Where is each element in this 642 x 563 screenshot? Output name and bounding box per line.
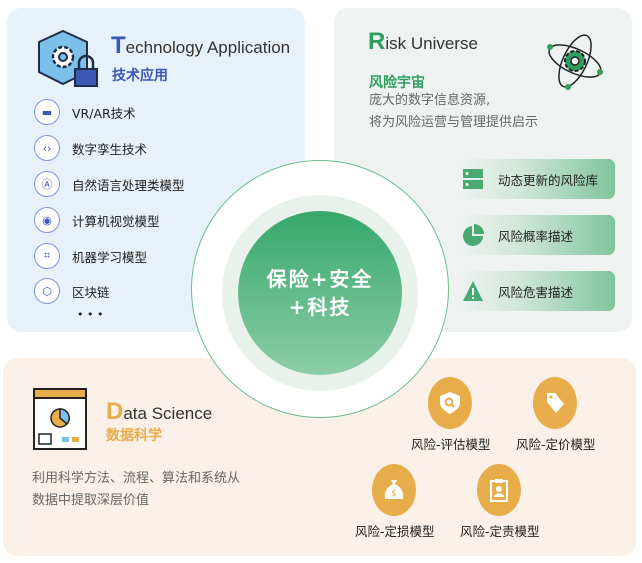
list-item: ◉ 计算机视觉模型 bbox=[34, 207, 160, 233]
list-item: Ⓐ 自然语言处理类模型 bbox=[34, 171, 185, 197]
chat-a-icon: Ⓐ bbox=[34, 171, 60, 197]
code-monitor-icon: ‹› bbox=[34, 135, 60, 161]
warning-icon bbox=[463, 281, 483, 301]
server-icon bbox=[463, 169, 483, 189]
tech-subtitle: 技术应用 bbox=[112, 68, 168, 84]
center-line: 保险+安全 bbox=[266, 267, 374, 291]
center-line: +科技 bbox=[288, 295, 352, 319]
tech-title: Technology Application bbox=[111, 32, 290, 60]
item-label: 风险概率描述 bbox=[498, 228, 574, 244]
id-clipboard-icon bbox=[477, 464, 521, 516]
model-label: 风险-定损模型 bbox=[355, 524, 435, 539]
pie-chart-icon bbox=[463, 224, 484, 246]
data-description: 利用科学方法、流程、算法和系统从数据中提取深层价值 bbox=[32, 468, 240, 512]
desc-line: 将为风险运营与管理提供启示 bbox=[369, 115, 539, 130]
risk-title: Risk Universe bbox=[368, 28, 478, 56]
item-label: 动态更新的风险库 bbox=[498, 172, 599, 188]
risk-item: 风险概率描述 bbox=[459, 215, 615, 255]
list-item: ‹› 数字孪生技术 bbox=[34, 135, 147, 161]
title-initial: T bbox=[111, 32, 126, 59]
model-label: 风险-定责模型 bbox=[460, 524, 540, 539]
list-item: ⌗ 机器学习模型 bbox=[34, 243, 147, 269]
item-label: 机器学习模型 bbox=[72, 249, 148, 265]
desc-line: 庞大的数字信息资源, bbox=[369, 93, 491, 108]
title-initial: R bbox=[368, 28, 386, 55]
desc-line: 利用科学方法、流程、算法和系统从 bbox=[32, 471, 241, 486]
vr-headset-icon: ▬ bbox=[34, 99, 60, 125]
title-rest: ata Science bbox=[123, 404, 213, 423]
item-label: 风险危害描述 bbox=[498, 284, 574, 300]
dashboard-chart-icon bbox=[33, 388, 87, 450]
more-ellipsis: • • • bbox=[77, 308, 104, 321]
item-label: 自然语言处理类模型 bbox=[72, 177, 185, 193]
model-label: 风险-定价模型 bbox=[516, 437, 596, 452]
title-rest: isk Universe bbox=[385, 34, 478, 53]
desc-line: 数据中提取深层价值 bbox=[32, 493, 150, 508]
atom-gear-icon bbox=[547, 34, 603, 90]
eye-icon: ◉ bbox=[34, 207, 60, 233]
risk-universe-panel: Risk Universe 风险宇宙 庞大的数字信息资源, 将为风险运营与管理提供… bbox=[334, 8, 632, 332]
data-title: Data Science bbox=[106, 398, 212, 426]
title-rest: echnology Application bbox=[125, 38, 291, 57]
title-initial: D bbox=[106, 398, 124, 425]
item-label: 区块链 bbox=[72, 284, 110, 300]
price-tag-icon bbox=[533, 377, 577, 429]
model-label: 风险-评估模型 bbox=[411, 437, 491, 452]
risk-item: 动态更新的风险库 bbox=[459, 159, 615, 199]
data-subtitle: 数据科学 bbox=[106, 428, 162, 444]
risk-subtitle: 风险宇宙 bbox=[369, 75, 425, 91]
gear-lock-icon bbox=[38, 29, 98, 87]
item-label: 计算机视觉模型 bbox=[72, 213, 160, 229]
item-label: 数字孪生技术 bbox=[72, 141, 148, 157]
svg-text:$: $ bbox=[391, 489, 397, 499]
list-item: ▬ VR/AR技术 bbox=[34, 99, 136, 125]
technology-application-panel: Technology Application 技术应用 ▬ VR/AR技术 ‹› 数… bbox=[7, 8, 305, 332]
center-core: 保险+安全 +科技 bbox=[238, 211, 402, 375]
item-label: VR/AR技术 bbox=[72, 105, 136, 121]
risk-item: 风险危害描述 bbox=[459, 271, 615, 311]
shield-search-icon bbox=[428, 377, 472, 429]
list-item: ⬡ 区块链 bbox=[34, 278, 110, 304]
money-bag-icon: $ bbox=[372, 464, 416, 516]
risk-description: 庞大的数字信息资源, 将为风险运营与管理提供启示 bbox=[369, 90, 538, 134]
network-icon: ⌗ bbox=[34, 243, 60, 269]
blockchain-icon: ⬡ bbox=[34, 278, 60, 304]
data-science-panel: Data Science 数据科学 利用科学方法、流程、算法和系统从数据中提取深… bbox=[3, 358, 636, 556]
